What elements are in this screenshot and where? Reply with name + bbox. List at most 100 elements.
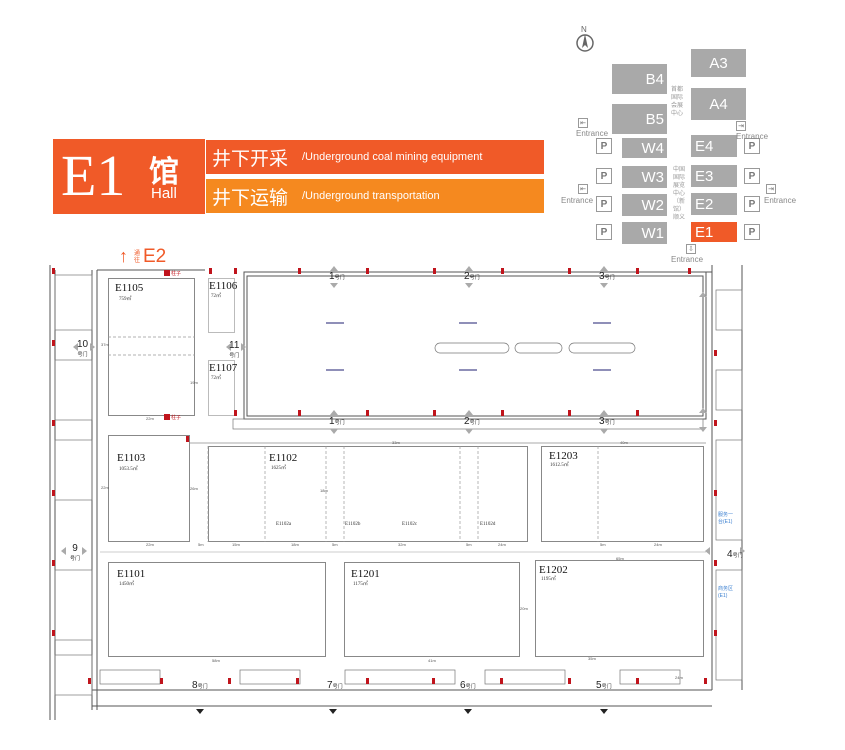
booth-area: 1175㎡ [353,582,368,587]
entrance-icon: ⇤ [578,184,588,194]
category-en: /Underground coal mining equipment [302,151,483,163]
gate-5[interactable]: 5号门 [596,680,612,691]
entrance-icon: ⇩ [686,244,696,254]
booth-code: E1101 [117,568,146,580]
entrance-label: Entrance [561,196,594,205]
booth-e1101[interactable]: E1101 1450㎡ [108,562,326,657]
booth-code: E1105 [115,282,144,294]
entrance-label: Entrance [736,132,769,141]
booth-e1106[interactable]: E1106 72㎡ [208,278,238,333]
parking-icon: P [596,224,612,240]
gate-1-north[interactable]: 1号门 [329,271,345,282]
service-desk-label: 服务一台(E1) [718,512,734,525]
site-block-b5: B5 [612,104,667,134]
hall-title-block: E1 馆 Hall [53,139,205,214]
booth-area: 1053.5㎡ [119,467,138,472]
dim-label: 5m [332,542,338,547]
booth-e1201[interactable]: E1201 1175㎡ [344,562,520,657]
dim-label: 18m [320,488,328,493]
site-block-w4: W4 [622,138,667,158]
dim-label: 20m [520,606,528,611]
parking-icon: P [744,138,760,154]
booth-e1102[interactable]: E1102 1625㎡ [208,446,528,542]
booth-code: E1102 [269,452,298,464]
site-block-a3: A3 [691,49,746,77]
booth-code: E1201 [351,568,380,580]
dim-label: 22m [146,542,154,547]
dim-label: 5m [466,542,472,547]
booth-e1105[interactable]: E1105 759㎡ [108,278,195,416]
next-hall-code: E2 [143,246,167,267]
dim-label: 37m [101,342,109,347]
parking-icon: P [744,224,760,240]
sub-booth-label: E1102b [345,522,361,527]
gate-2-south[interactable]: 2号门 [464,416,480,427]
parking-icon: P [744,196,760,212]
dim-label: 5m [198,542,204,547]
entrance-icon: ⇤ [578,118,588,128]
north-arrow-icon: N [574,24,596,54]
site-block-e2: E2 [691,193,737,215]
booth-code: E1103 [117,452,146,464]
booth-area: 1195㎡ [541,577,556,582]
parking-icon: P [744,168,760,184]
booth-e1202[interactable]: E1202 1195㎡ [535,560,704,657]
booth-area: 1450㎡ [119,582,135,587]
hall-name-cn: 馆 [149,156,179,189]
dim-label: 22m [146,416,154,421]
category-cn: 井下运输 [212,187,289,209]
gate-1-south[interactable]: 1号门 [329,416,345,427]
sub-booth-label: E1102c [402,522,418,527]
gate-8[interactable]: 8号门 [192,680,208,691]
booth-code: E1107 [209,362,238,374]
gate-4[interactable]: 4号门 [727,549,743,560]
dim-label: 35m [588,656,596,661]
dim-label: 24m [654,542,662,547]
entrance-label: Entrance [576,129,609,138]
site-block-e1: E1 [691,222,737,242]
center2-label: 中国国际展览中心（新馆）顺义 [673,167,686,221]
booth-area: 1625㎡ [271,466,287,471]
entrance-label: Entrance [764,196,797,205]
dim-label: 22m [101,485,109,490]
dim-label: 33m [392,440,400,445]
hall-name-en: Hall [151,185,177,202]
business-area-label: 商务区(E1) [718,586,734,599]
dim-label: 15m [232,542,240,547]
north-label: N [581,25,587,34]
center-label: 首都国际会展中心 [671,87,684,117]
booth-e1203[interactable]: E1203 1612.5㎡ [541,446,704,542]
booth-code: E1203 [549,450,578,462]
category-transport: 井下运输 /Underground transportation [206,179,544,213]
site-block-b4: B4 [612,64,667,94]
category-mining: 井下开采 /Underground coal mining equipment [206,140,544,174]
booth-code: E1106 [209,280,238,292]
category-cn: 井下开采 [212,148,289,170]
dim-label: 41m [428,658,436,663]
parking-icon: P [596,196,612,212]
pillar-label: 柱子 [171,271,182,277]
sub-booth-label: E1102a [276,522,292,527]
dim-label: 5m [600,542,606,547]
pillar-label: 柱子 [171,415,182,421]
booth-e1103[interactable]: E1103 1053.5㎡ [108,435,190,542]
entrance-icon: ⇥ [766,184,776,194]
gate-3-north[interactable]: 3号门 [599,271,615,282]
parking-icon: P [596,168,612,184]
dim-label: 26m [190,486,198,491]
next-hall-indicator: ↑ 通往 E2 [119,246,179,269]
gate-3-south[interactable]: 3号门 [599,416,615,427]
dim-label: 18m [291,542,299,547]
dim-label: 58m [212,658,220,663]
site-block-w3: W3 [622,166,667,188]
gate-6[interactable]: 6号门 [460,680,476,691]
gate-2-north[interactable]: 2号门 [464,271,480,282]
site-block-e3: E3 [691,165,737,187]
booth-e1107[interactable]: E1107 72㎡ [208,360,238,416]
hall-code: E1 [61,143,126,208]
gate-7[interactable]: 7号门 [327,680,343,691]
